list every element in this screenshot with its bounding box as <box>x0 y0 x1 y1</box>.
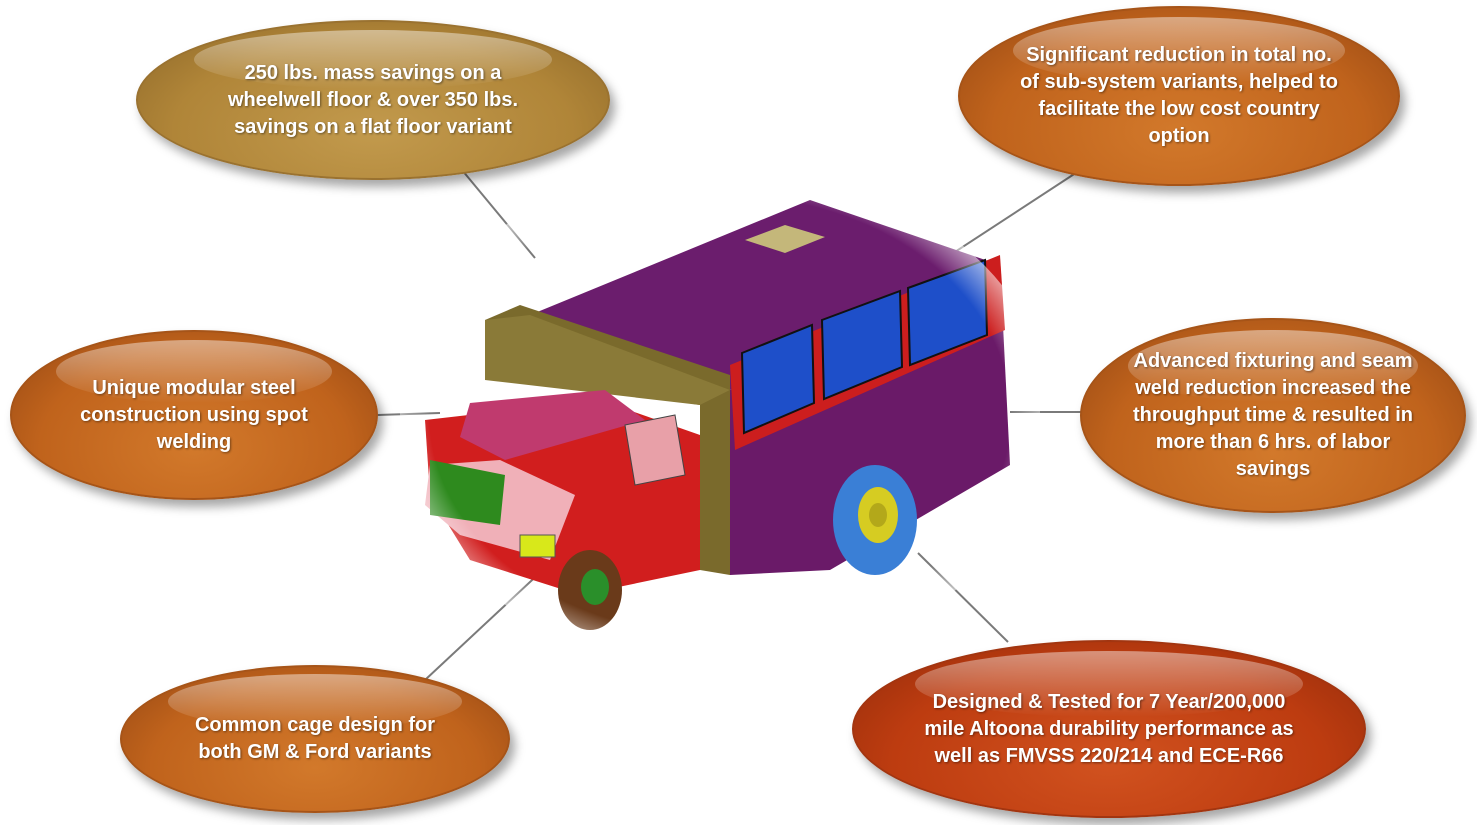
bus-model-image <box>390 165 1050 665</box>
callout-text: Designed & Tested for 7 Year/200,000 mil… <box>924 690 1294 767</box>
bus-icon <box>390 165 1050 665</box>
callout-mass-savings: 250 lbs. mass savings on a wheelwell flo… <box>136 20 610 180</box>
callout-text: Advanced fixturing and seam weld reducti… <box>1133 350 1413 480</box>
callout-durability-testing: Designed & Tested for 7 Year/200,000 mil… <box>852 640 1366 818</box>
callout-variant-reduction: Significant reduction in total no. of su… <box>958 6 1400 186</box>
callout-fixturing-labor-savings: Advanced fixturing and seam weld reducti… <box>1080 318 1466 513</box>
callout-text: Unique modular steel construction using … <box>80 376 308 453</box>
callout-text: Significant reduction in total no. of su… <box>1020 44 1338 147</box>
callout-text: Common cage design for both GM & Ford va… <box>194 714 436 763</box>
callout-text: 250 lbs. mass savings on a wheelwell flo… <box>227 61 519 138</box>
callout-common-cage: Common cage design for both GM & Ford va… <box>120 665 510 813</box>
callout-modular-construction: Unique modular steel construction using … <box>10 330 378 500</box>
